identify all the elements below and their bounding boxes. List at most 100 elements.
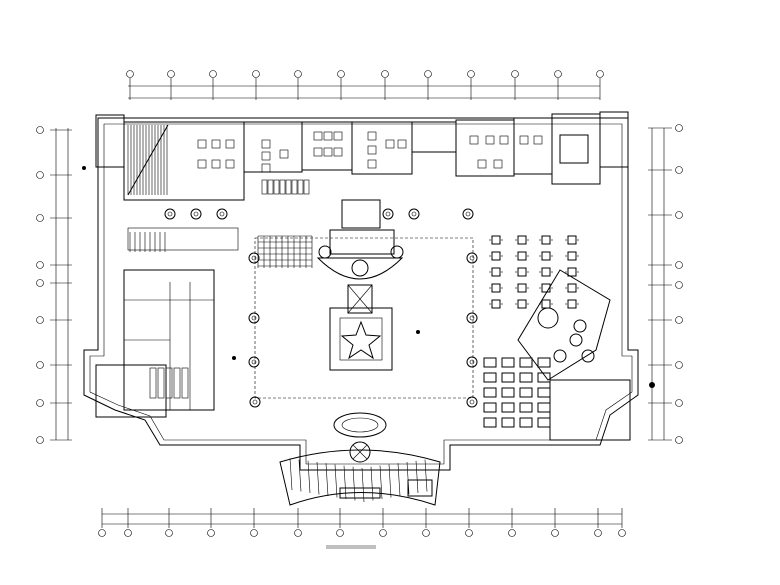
paving-line <box>397 463 401 497</box>
central-atrium <box>129 199 478 408</box>
fixture <box>261 139 271 149</box>
axis-bubble <box>675 281 683 289</box>
dining-table <box>491 235 501 245</box>
dining-table <box>541 299 551 309</box>
column-core <box>251 255 257 261</box>
axis-bubble <box>675 361 683 369</box>
booth <box>519 402 533 413</box>
fixture <box>533 135 543 145</box>
axis-bubble <box>618 529 626 537</box>
fixture <box>279 149 289 159</box>
axis-bubble <box>381 70 389 78</box>
column-core <box>469 399 475 405</box>
dining-table <box>517 267 527 277</box>
booth <box>519 387 533 398</box>
axis-bubble <box>36 399 44 407</box>
axis-bubble <box>675 166 683 174</box>
booth <box>483 372 497 383</box>
axis-bubble <box>422 529 430 537</box>
axis-bubble <box>551 529 559 537</box>
column <box>466 312 478 324</box>
fixture <box>225 139 235 149</box>
fixture <box>333 131 343 141</box>
column-core <box>167 211 173 217</box>
dining-table <box>541 267 551 277</box>
booth <box>537 387 551 398</box>
column-core <box>469 359 475 365</box>
locker <box>279 179 286 195</box>
column <box>248 356 260 368</box>
paving-line <box>361 467 365 503</box>
column-core <box>251 359 257 365</box>
fixture <box>485 135 495 145</box>
booth <box>501 417 515 428</box>
fixture <box>385 139 395 149</box>
column <box>466 356 478 368</box>
axis-bubble <box>675 261 683 269</box>
locker <box>261 179 268 195</box>
booth-seating <box>149 357 551 428</box>
stair-run <box>127 124 169 196</box>
axis-bubble <box>294 529 302 537</box>
axis-bubble <box>675 316 683 324</box>
axis-bubble <box>36 261 44 269</box>
column-core <box>193 211 199 217</box>
axis-bubble <box>675 211 683 219</box>
booth <box>501 372 515 383</box>
column <box>382 208 394 220</box>
axis-bubble <box>465 529 473 537</box>
fixture <box>261 151 271 161</box>
column <box>249 396 261 408</box>
fixture <box>197 159 207 169</box>
fixture <box>367 131 377 141</box>
axis-bubble <box>337 70 345 78</box>
axis-bubble <box>36 361 44 369</box>
axis-bubble <box>675 124 683 132</box>
locker <box>285 179 292 195</box>
axis-bubble <box>209 70 217 78</box>
left-dimension-line <box>36 126 72 444</box>
fixture <box>519 135 529 145</box>
paving-line <box>334 464 338 498</box>
fixture <box>499 135 509 145</box>
axis-bubble <box>124 529 132 537</box>
axis-bubble <box>36 214 44 222</box>
annotation-marks <box>82 166 655 549</box>
axis-bubble <box>36 436 44 444</box>
locker <box>291 179 298 195</box>
fixture <box>261 163 271 173</box>
paving-line <box>388 464 392 498</box>
column-core <box>465 211 471 217</box>
axis-bubble <box>467 70 475 78</box>
booth <box>537 357 551 368</box>
locker <box>297 179 304 195</box>
column <box>190 208 202 220</box>
booth <box>519 357 533 368</box>
column <box>248 312 260 324</box>
paving-line <box>424 459 428 492</box>
dining-table <box>517 299 527 309</box>
main-entrance <box>279 412 441 506</box>
axis-bubble <box>98 529 106 537</box>
fixture <box>197 139 207 149</box>
round-table <box>553 349 567 363</box>
fixture <box>493 159 503 169</box>
fixture <box>211 159 221 169</box>
axis-bubble <box>424 70 432 78</box>
fixture <box>333 147 343 157</box>
dining-table <box>567 283 577 293</box>
column <box>408 208 420 220</box>
axis-bubble <box>250 529 258 537</box>
booth <box>519 372 533 383</box>
locker <box>267 179 274 195</box>
fixture <box>313 131 323 141</box>
dining-tables <box>489 235 631 441</box>
column-core <box>469 255 475 261</box>
round-table <box>581 349 595 363</box>
paving-line <box>343 465 347 500</box>
axis-bubble <box>379 529 387 537</box>
round-table <box>569 333 583 347</box>
axis-bubble <box>252 70 260 78</box>
axis-bubble <box>594 529 602 537</box>
